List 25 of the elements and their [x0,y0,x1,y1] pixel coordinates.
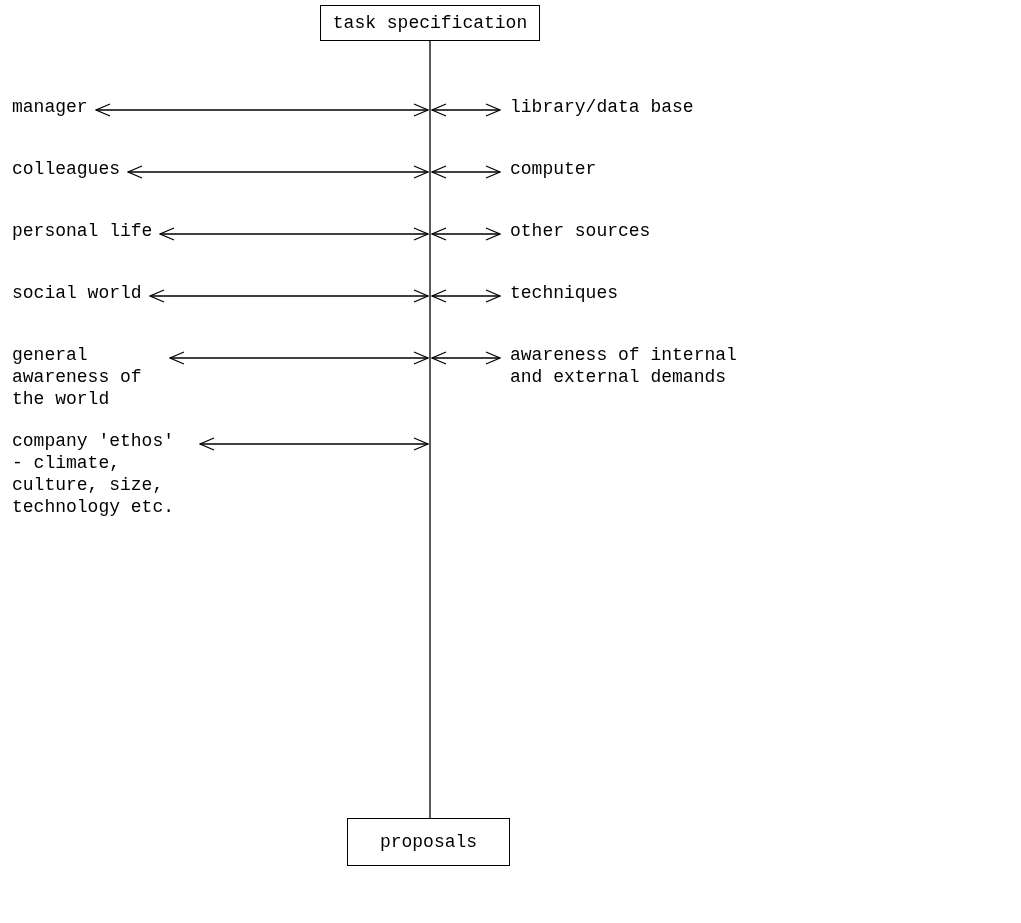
double-arrow [431,103,501,117]
item-label: awareness of internal and external demands [510,344,760,388]
double-arrow [431,165,501,179]
item-label: social world [12,282,142,304]
double-arrow [431,227,501,241]
double-arrow [199,437,429,451]
item-label: manager [12,96,88,118]
double-arrow [127,165,429,179]
item-label: general awareness of the world [12,344,162,410]
item-label: techniques [510,282,619,304]
item-label: other sources [510,220,651,242]
item-label: library/data base [510,96,694,118]
double-arrow [169,351,429,365]
double-arrow [431,289,501,303]
double-arrow [149,289,429,303]
item-label: company 'ethos' - climate, culture, size, technology etc. [12,430,192,518]
connector-line [429,40,431,819]
item-label: personal life [12,220,153,242]
item-label: computer [510,158,597,180]
process-box: task specification [320,5,540,41]
double-arrow [95,103,429,117]
item-label: colleagues [12,158,121,180]
double-arrow [159,227,429,241]
double-arrow [431,351,501,365]
process-box: proposals [347,818,510,866]
